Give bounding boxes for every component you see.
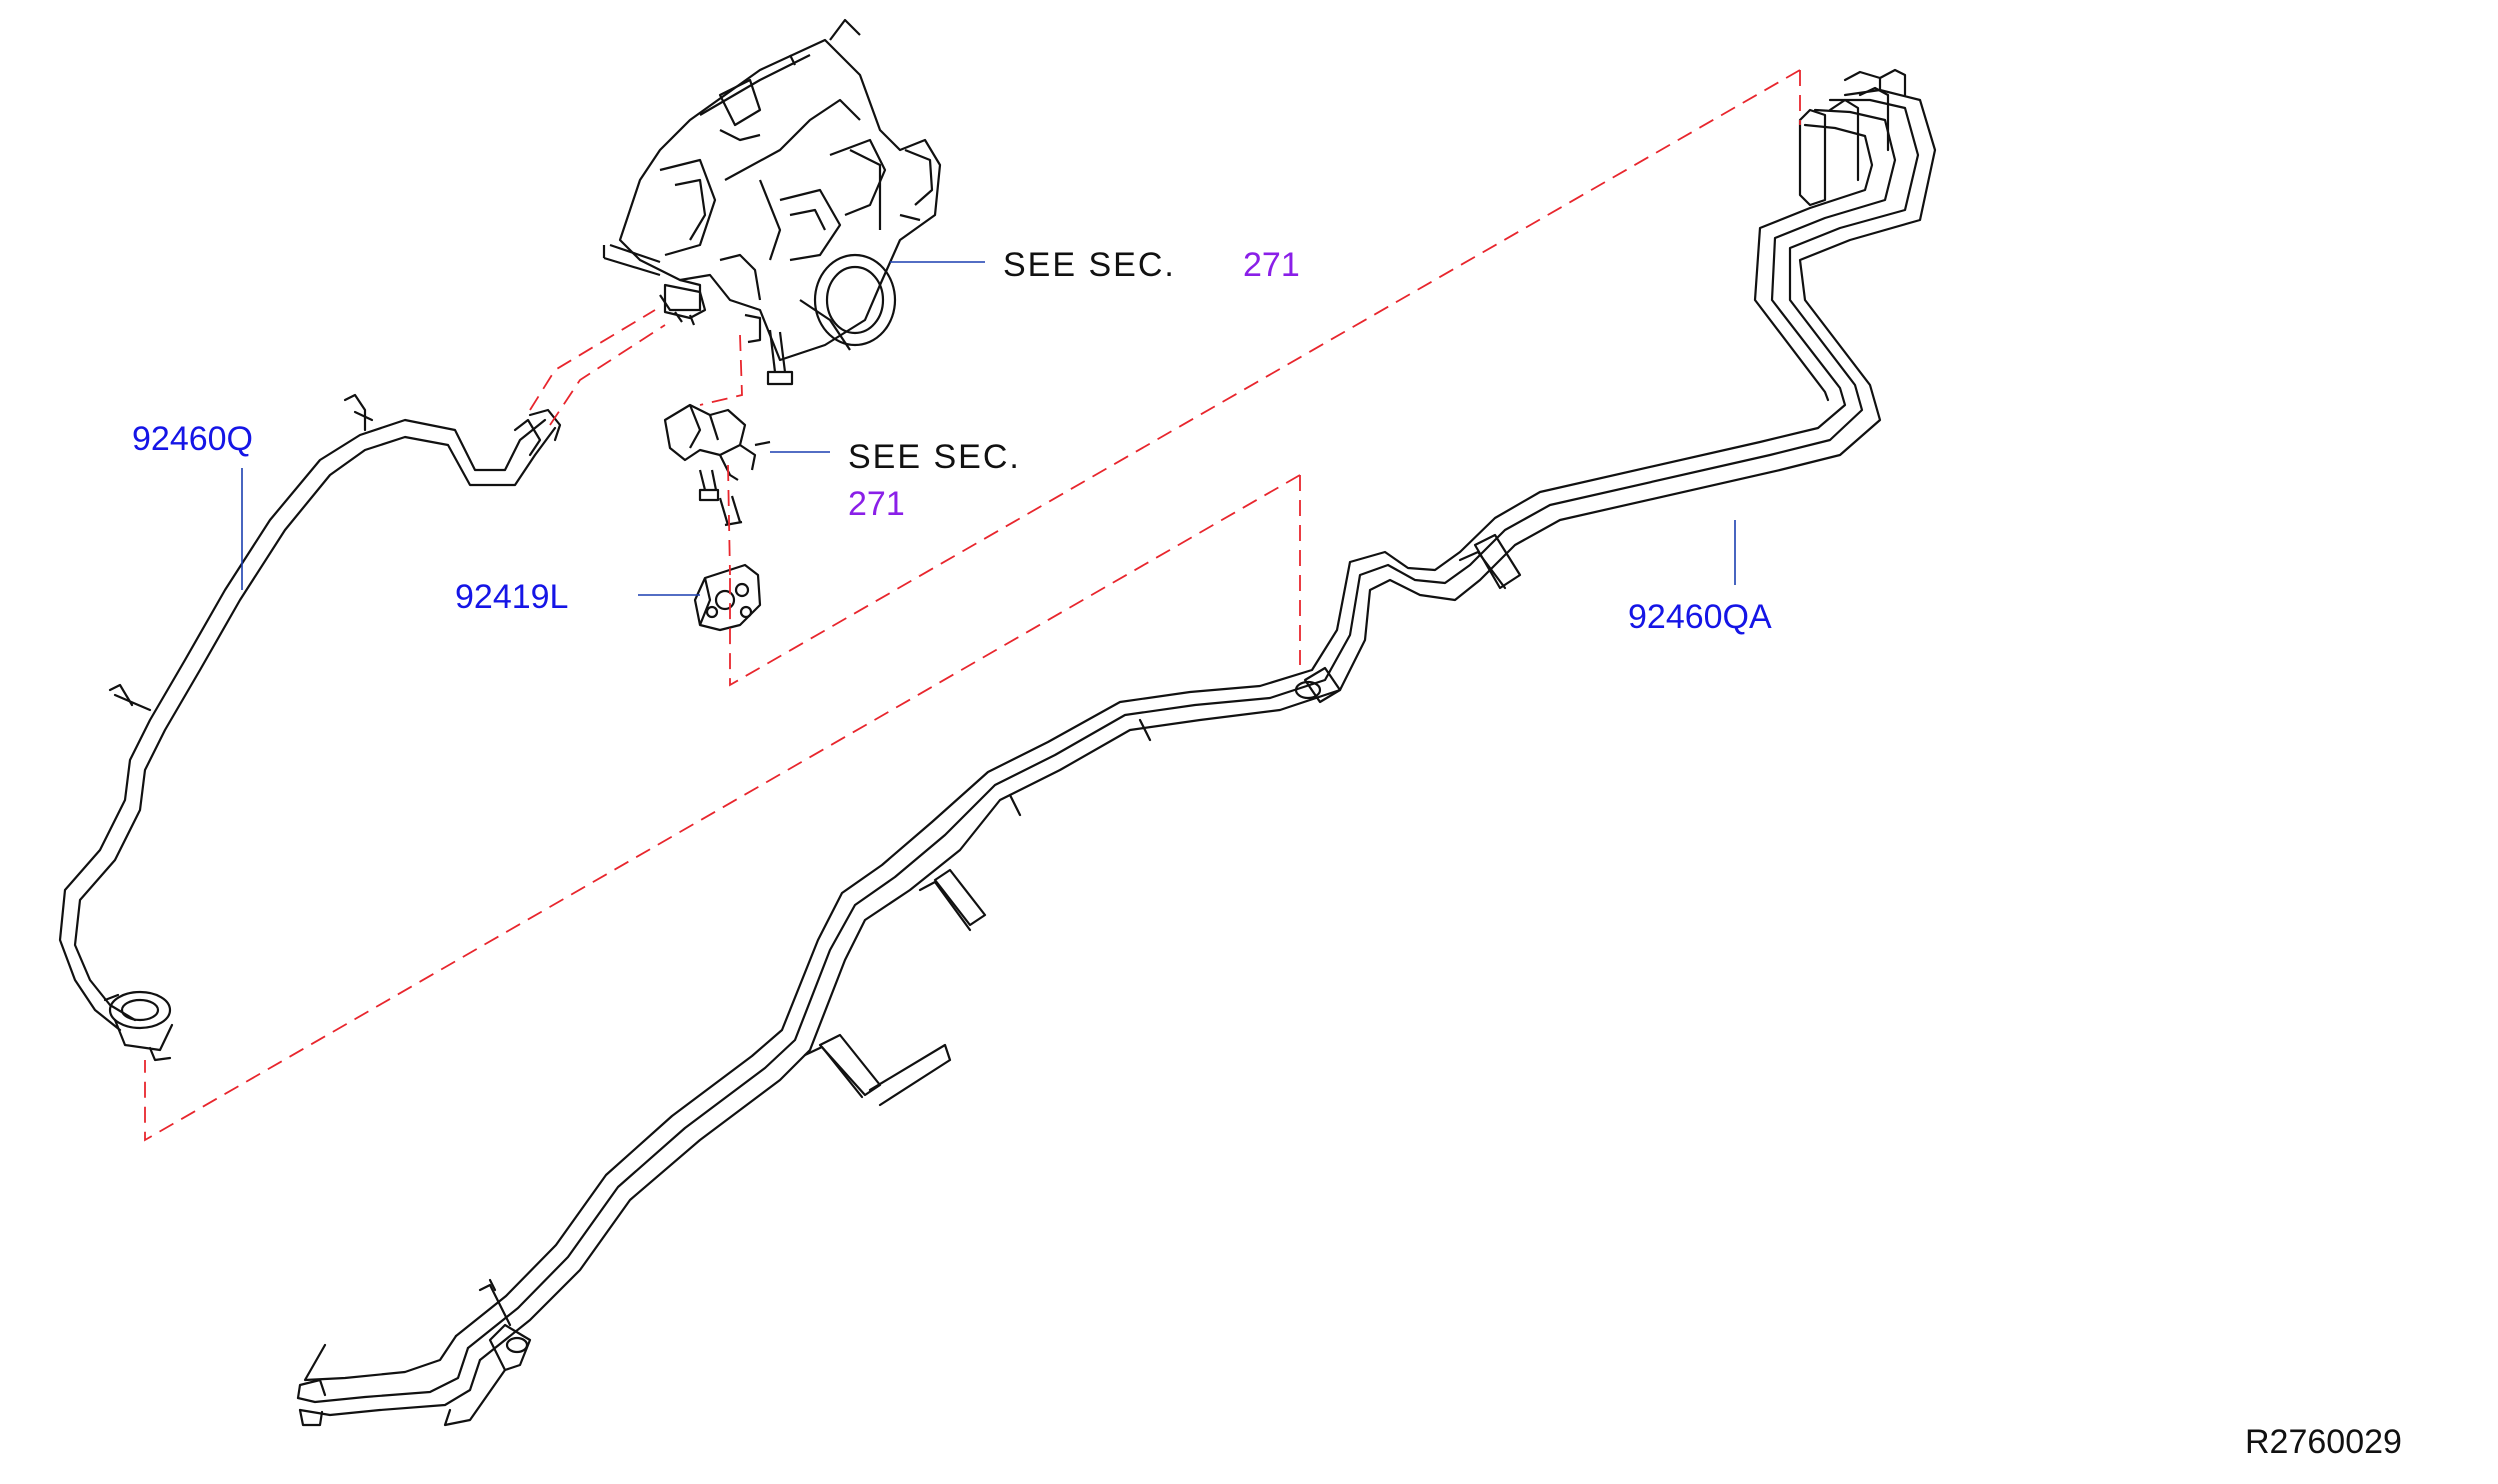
part-number-92460qa[interactable]: 92460QA — [1628, 598, 1772, 636]
hose-connector-assembly — [663, 403, 771, 527]
see-section-label-2: SEE SEC. — [848, 438, 1021, 476]
leader-lines — [241, 261, 1736, 596]
diagram-reference-code: R2760029 — [2245, 1423, 2402, 1461]
see-section-label-1: SEE SEC. — [1003, 246, 1176, 284]
dashed-reference-lines — [144, 69, 1801, 1142]
heater-unit-assembly — [602, 18, 942, 386]
rear-heater-pipe-bundle-92460qa — [296, 68, 1937, 1427]
part-number-92460q[interactable]: 92460Q — [132, 420, 253, 458]
part-number-92419l[interactable]: 92419L — [455, 578, 569, 616]
grommet-92419l — [693, 563, 762, 632]
section-number-1[interactable]: 271 — [1243, 246, 1300, 284]
section-number-2[interactable]: 271 — [848, 485, 905, 523]
heater-hose-92460q — [58, 393, 562, 1062]
